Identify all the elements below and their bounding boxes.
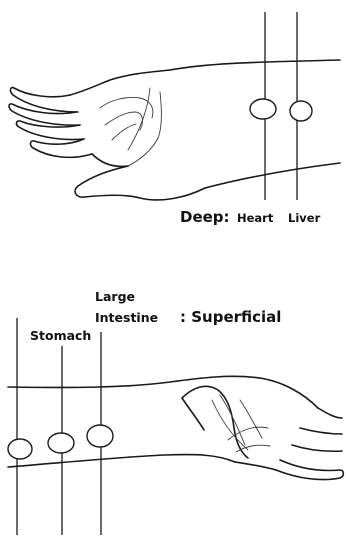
top-finger-little	[30, 139, 92, 157]
large-intestine-label-line1: Large	[95, 291, 135, 304]
top-heart-pulse-point	[250, 99, 276, 119]
top-palm-line-2	[105, 112, 142, 130]
bottom-finger-middle	[300, 428, 342, 434]
top-palm-line-5	[158, 92, 161, 138]
liver-point-label: Liver	[288, 213, 320, 225]
bottom-stomach-pulse-point	[48, 433, 74, 453]
top-thumb	[75, 166, 205, 200]
bottom-thumb	[182, 386, 248, 458]
bottom-forearm-lower-edge	[8, 455, 235, 467]
bottom-hand-upper-contour	[260, 378, 318, 408]
top-liver-pulse-point	[290, 101, 312, 121]
top-forearm-lower-edge	[205, 163, 340, 188]
bottom-forearm-upper-edge	[8, 376, 260, 387]
top-forearm-upper-edge	[170, 60, 340, 70]
bottom-finger-index	[318, 408, 342, 418]
bottom-leftmost-pulse-point	[8, 439, 32, 459]
bottom-hand-lower-contour	[235, 462, 276, 470]
top-hand-illustration	[9, 60, 340, 200]
top-palm-lower-contour	[92, 154, 128, 166]
heart-point-label: Heart	[237, 213, 273, 225]
top-hand-upper-contour	[70, 70, 170, 95]
bottom-thumb-inner	[182, 398, 204, 430]
bottom-finger-ring	[292, 445, 342, 451]
superficial-category-label: : Superficial	[180, 310, 281, 325]
bottom-hand-illustration	[8, 376, 343, 479]
bottom-finger-little	[276, 460, 343, 480]
stomach-point-label: Stomach	[30, 330, 91, 343]
deep-category-label: Deep:	[180, 210, 230, 225]
top-palm-line-1	[100, 97, 153, 118]
bottom-large-intestine-pulse-point	[87, 425, 113, 447]
top-finger-middle	[9, 104, 80, 125]
bottom-hand-line-3	[240, 400, 262, 438]
large-intestine-label-line2: Intestine	[95, 312, 158, 325]
top-palm-line-3	[112, 124, 136, 140]
